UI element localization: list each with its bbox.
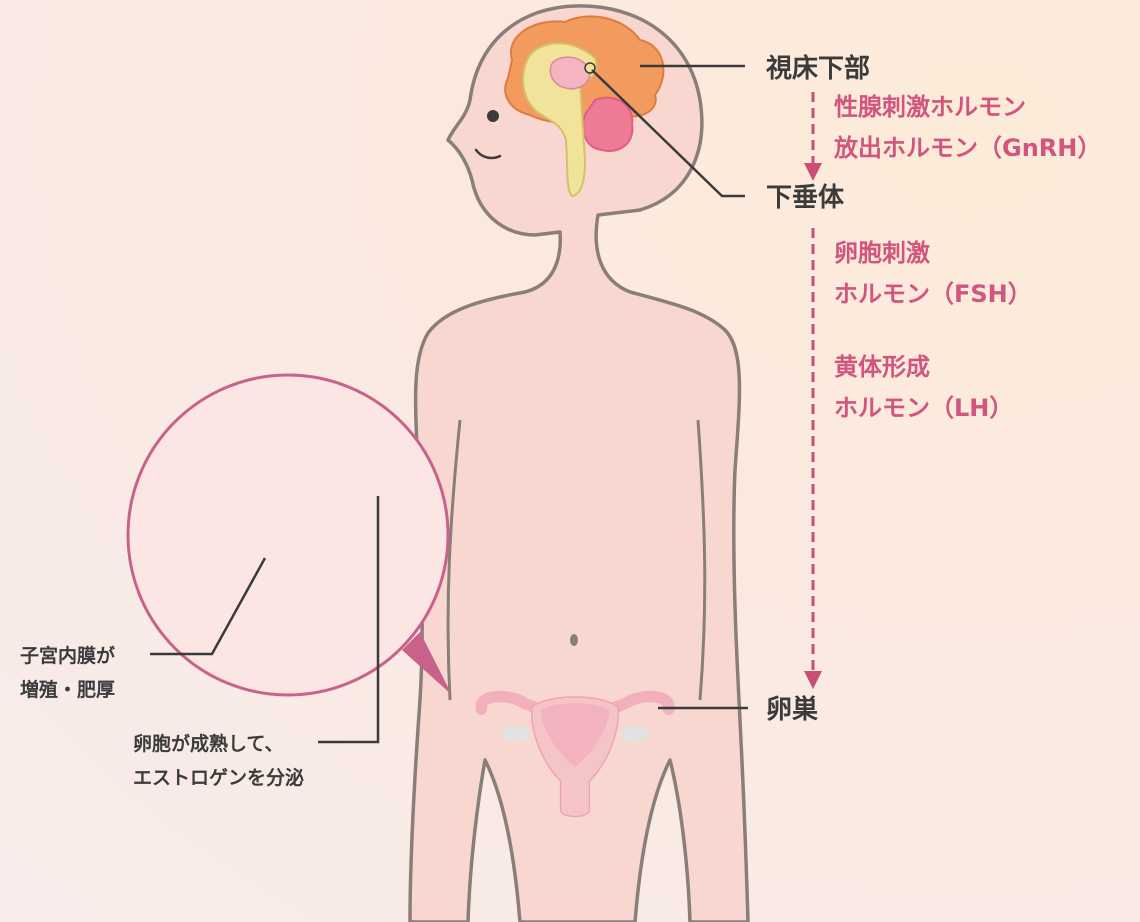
label-follicle-line2: エストロゲンを分泌 bbox=[133, 766, 304, 789]
label-lh-line1: 黄体形成 bbox=[834, 353, 930, 381]
label-ovary: 卵巣 bbox=[766, 694, 818, 725]
label-lh-line2: ホルモン（LH） bbox=[834, 394, 1013, 422]
thalamus bbox=[550, 57, 590, 89]
label-fsh-line1: 卵胞刺激 bbox=[834, 239, 930, 267]
label-follicle-line1: 卵胞が成熟して、 bbox=[133, 732, 283, 755]
label-endometrium-line2: 増殖・肥厚 bbox=[20, 678, 115, 701]
navel bbox=[570, 634, 578, 646]
zoom-callout bbox=[128, 375, 452, 695]
cerebellum bbox=[583, 98, 632, 151]
label-pituitary: 下垂体 bbox=[766, 183, 845, 213]
label-endometrium-line1: 子宮内膜が bbox=[20, 644, 115, 667]
label-gnrh-line1: 性腺刺激ホルモン bbox=[834, 93, 1026, 121]
label-gnrh-line2: 放出ホルモン（GnRH） bbox=[833, 134, 1101, 162]
eye bbox=[487, 110, 499, 122]
label-fsh-line2: ホルモン（FSH） bbox=[834, 280, 1032, 308]
label-hypothalamus: 視床下部 bbox=[766, 53, 870, 84]
